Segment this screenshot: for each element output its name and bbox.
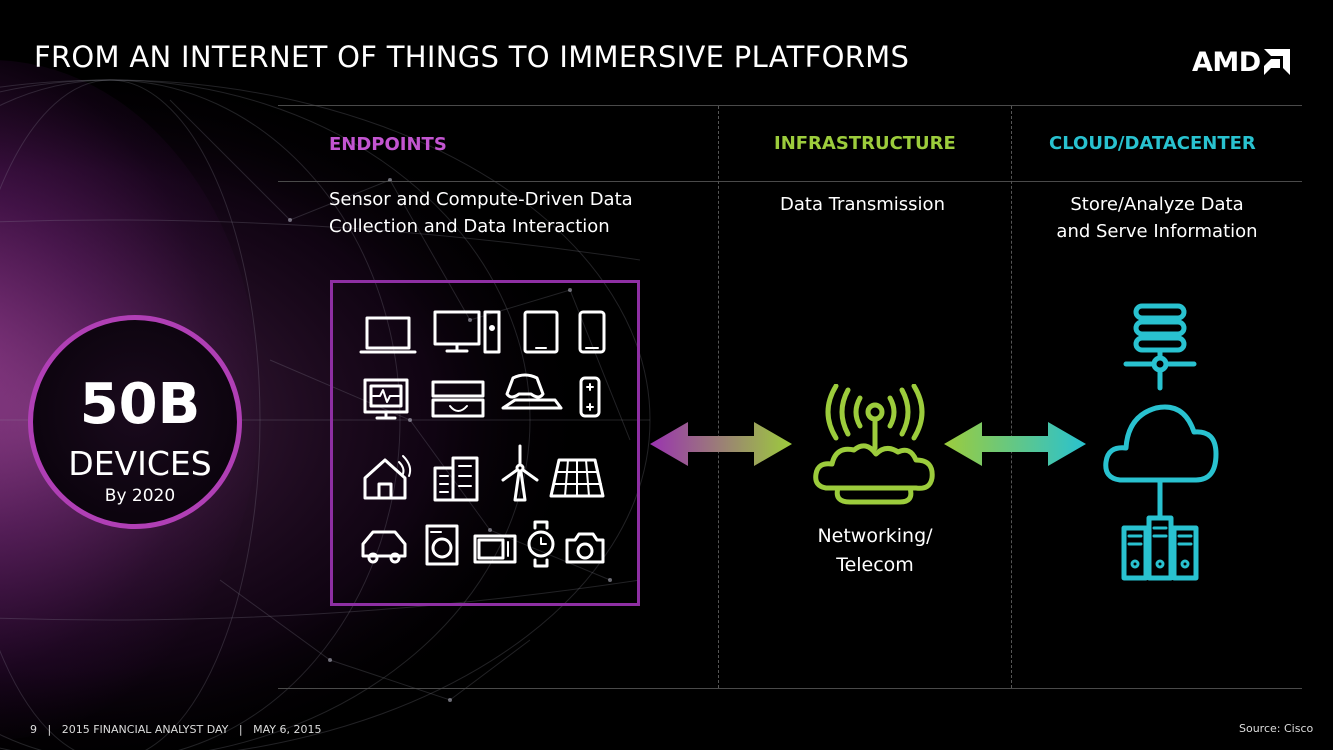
badge-sub: By 2020 [104,486,176,506]
cloud-datacenter-icon [1103,303,1219,581]
heading-cloud-datacenter: CLOUD/DATACENTER [1049,133,1256,154]
car-icon [361,530,407,564]
desc-infrastructure: Data Transmission [780,191,945,218]
badge-number: 50B [79,372,201,437]
washing-machine-icon [425,524,459,566]
desktop-icon [433,310,501,354]
infrastructure-cloud-arrow [944,422,1086,466]
slide-title: FROM AN INTERNET OF THINGS TO IMMERSIVE … [34,40,910,74]
smart-home-icon [363,455,412,500]
endpoint-devices-box [330,280,640,606]
bottom-rule [278,688,1302,689]
footer-page-number: 9 [30,723,37,736]
footer: 9 | 2015 FINANCIAL ANALYST DAY | MAY 6, … [30,723,321,736]
column-divider-2 [1011,106,1012,688]
header-rule [278,181,1302,182]
handheld-game-icon [579,376,601,418]
networking-label: Networking/ Telecom [790,522,960,580]
server-stack-icon [1123,303,1197,391]
badge-label: DEVICES [68,444,212,483]
smartwatch-icon [527,520,555,568]
wind-turbine-icon [501,444,539,502]
camera-icon [565,532,605,564]
logo-text: AMD [1192,46,1261,78]
source-note: Source: Cisco [1239,722,1314,735]
desc-infrastructure-line1: Data Transmission [780,194,945,215]
footer-date: MAY 6, 2015 [253,723,322,736]
networking-cloud-tower-icon [813,384,935,505]
top-rule [278,105,1302,106]
laptop-icon [359,316,417,354]
footer-separator-2: | [238,723,243,736]
building-icon [433,456,479,502]
column-divider-1 [718,106,719,688]
desc-cloud-line1: Store/Analyze Data [1070,194,1244,215]
amd-arrow-icon [1263,49,1290,75]
heading-endpoints: ENDPOINTS [329,134,447,155]
desc-cloud: Store/Analyze Data and Serve Information [1040,191,1274,245]
medical-monitor-icon [363,378,409,420]
microwave-icon [473,534,517,564]
dvd-player-icon [431,380,485,418]
solar-panel-icon [549,458,605,498]
cloud-icon [1103,404,1219,519]
desc-endpoints-line2: Collection and Data Interaction [329,216,610,237]
devices-badge: 50B DEVICES By 2020 [28,315,242,529]
tablet-icon [523,310,559,354]
networking-label-line1: Networking/ [817,525,933,547]
device-icons [359,310,606,568]
amd-logo: AMD [1192,46,1302,78]
desc-endpoints-line1: Sensor and Compute-Driven Data [329,189,633,210]
desc-endpoints: Sensor and Compute-Driven Data Collectio… [329,186,633,240]
desc-cloud-line2: and Serve Information [1056,221,1258,242]
heading-infrastructure: INFRASTRUCTURE [774,133,956,154]
endpoint-infrastructure-arrow [650,422,792,466]
footer-separator-1: | [47,723,52,736]
networking-label-line2: Telecom [836,554,914,576]
phone-icon [578,310,606,354]
datacenter-racks-icon [1121,515,1199,581]
game-console-icon [501,373,563,410]
footer-event: 2015 FINANCIAL ANALYST DAY [61,723,229,736]
